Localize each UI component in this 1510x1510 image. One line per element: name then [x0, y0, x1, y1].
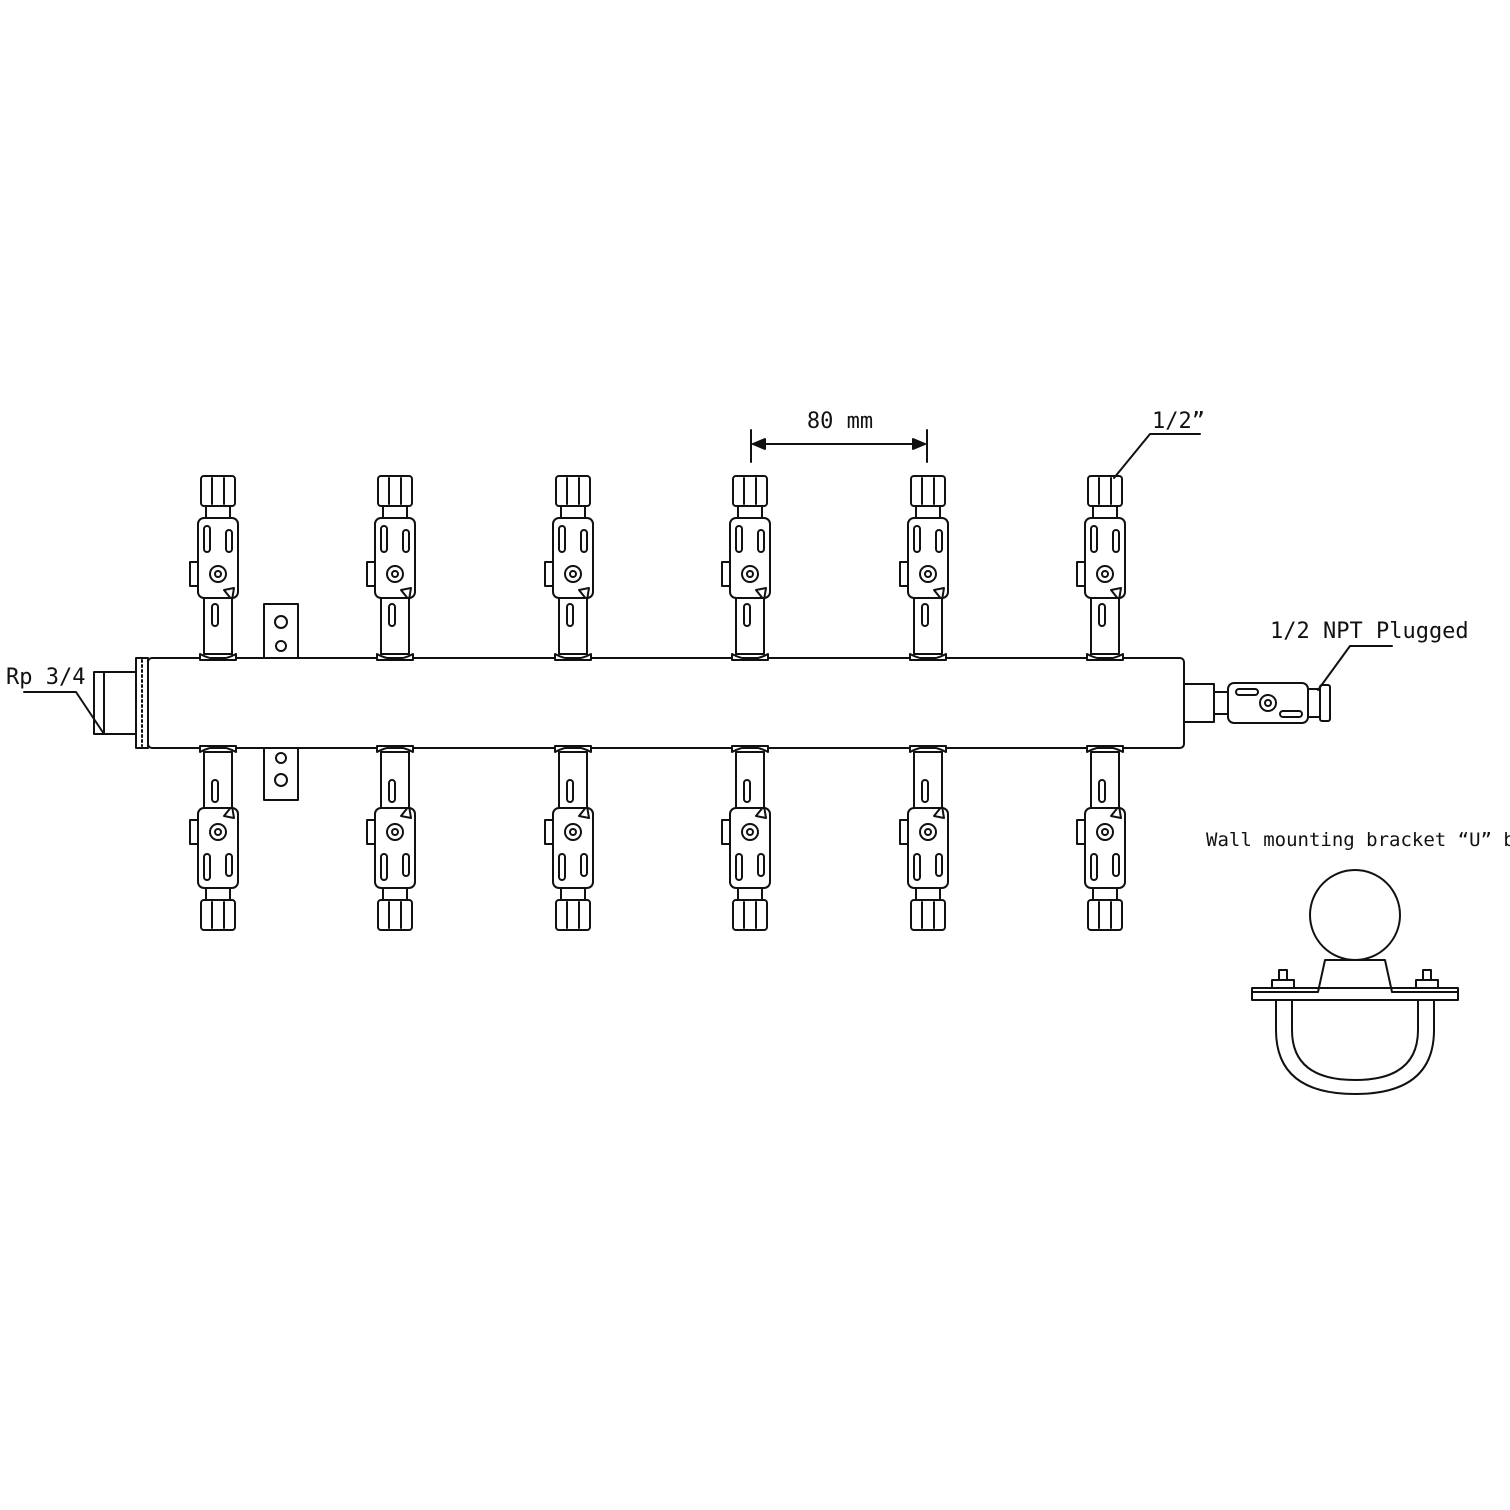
label-inlet: Rp 3/4	[6, 665, 85, 690]
outlet-valve-top-2	[366, 475, 416, 661]
outlet-valve-bottom-1	[189, 745, 239, 931]
outlet-valve-bottom-2	[366, 745, 416, 931]
outlet-valve-top-3	[544, 475, 594, 661]
outlet-valve-bottom-3	[544, 745, 594, 931]
end-plug-stub	[1183, 683, 1229, 723]
manifold-body	[147, 657, 1185, 749]
label-bracket-caption: Wall mounting bracket “U” bolt	[1206, 829, 1510, 851]
leader-end-plug	[1317, 645, 1393, 691]
outlet-valve-top-1	[189, 475, 239, 661]
leader-outlet-size	[1113, 433, 1201, 479]
leader-inlet	[23, 691, 105, 735]
end-plug-valve	[1227, 682, 1331, 724]
u-bolt-bracket	[1251, 869, 1459, 1095]
dimension-80mm	[750, 429, 928, 463]
outlet-valve-bottom-4	[721, 745, 771, 931]
mounting-bracket-bottom	[263, 747, 299, 801]
outlet-valve-bottom-5	[899, 745, 949, 931]
label-outlet-size: 1/2”	[1152, 409, 1205, 434]
outlet-valve-top-6	[1076, 475, 1126, 661]
label-spacing: 80 mm	[807, 409, 873, 434]
outlet-valve-top-5	[899, 475, 949, 661]
label-end-plug: 1/2 NPT Plugged	[1270, 619, 1469, 644]
mounting-bracket-top	[263, 603, 299, 659]
outlet-valve-bottom-6	[1076, 745, 1126, 931]
inlet-fitting	[93, 657, 149, 749]
outlet-valve-top-4	[721, 475, 771, 661]
